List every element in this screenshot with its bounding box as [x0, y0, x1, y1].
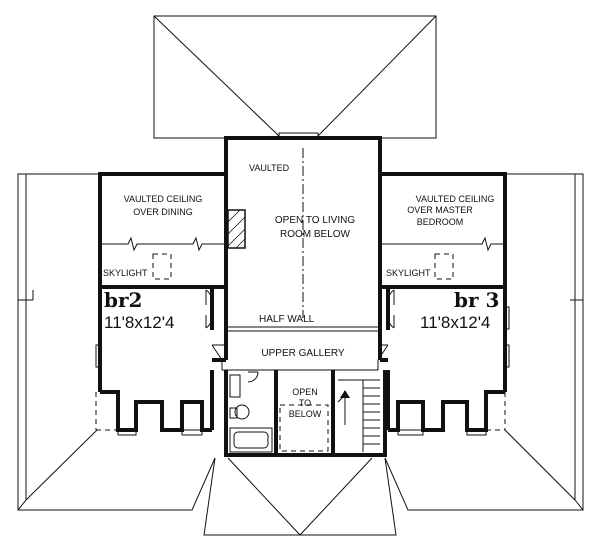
master-label-line1: VAULTED CEILING: [416, 194, 495, 204]
master-label-line3: BEDROOM: [417, 217, 464, 227]
skylight-left-label: SKYLIGHT: [103, 268, 148, 278]
roof-lines: [17, 15, 584, 536]
skylight-right-label: SKYLIGHT: [386, 268, 431, 278]
br3-name: br 3: [454, 288, 499, 312]
interior-details: [95, 148, 510, 453]
br2-size: 11'8x12'4: [104, 313, 174, 332]
vaulted-label: VAULTED: [249, 163, 290, 173]
open-living-line1: OPEN TO LIVING: [275, 215, 355, 226]
open-living-line2: ROOM BELOW: [280, 229, 351, 240]
br3-size: 11'8x12'4: [420, 313, 490, 332]
master-label-line2: OVER MASTER: [407, 205, 473, 215]
room-labels: VAULTED VAULTED CEILING OVER DINING OPEN…: [103, 163, 499, 419]
dining-label-line2: OVER DINING: [133, 207, 193, 217]
br2-name: br2: [104, 288, 142, 312]
dining-label-line1: VAULTED CEILING: [124, 194, 203, 204]
half-wall-label: HALF WALL: [259, 314, 315, 325]
open-below-line3: BELOW: [289, 409, 322, 419]
walls: [98, 136, 507, 457]
upper-gallery-label: UPPER GALLERY: [261, 348, 345, 359]
open-below-line2: TO: [299, 398, 311, 408]
open-below-line1: OPEN: [292, 387, 318, 397]
